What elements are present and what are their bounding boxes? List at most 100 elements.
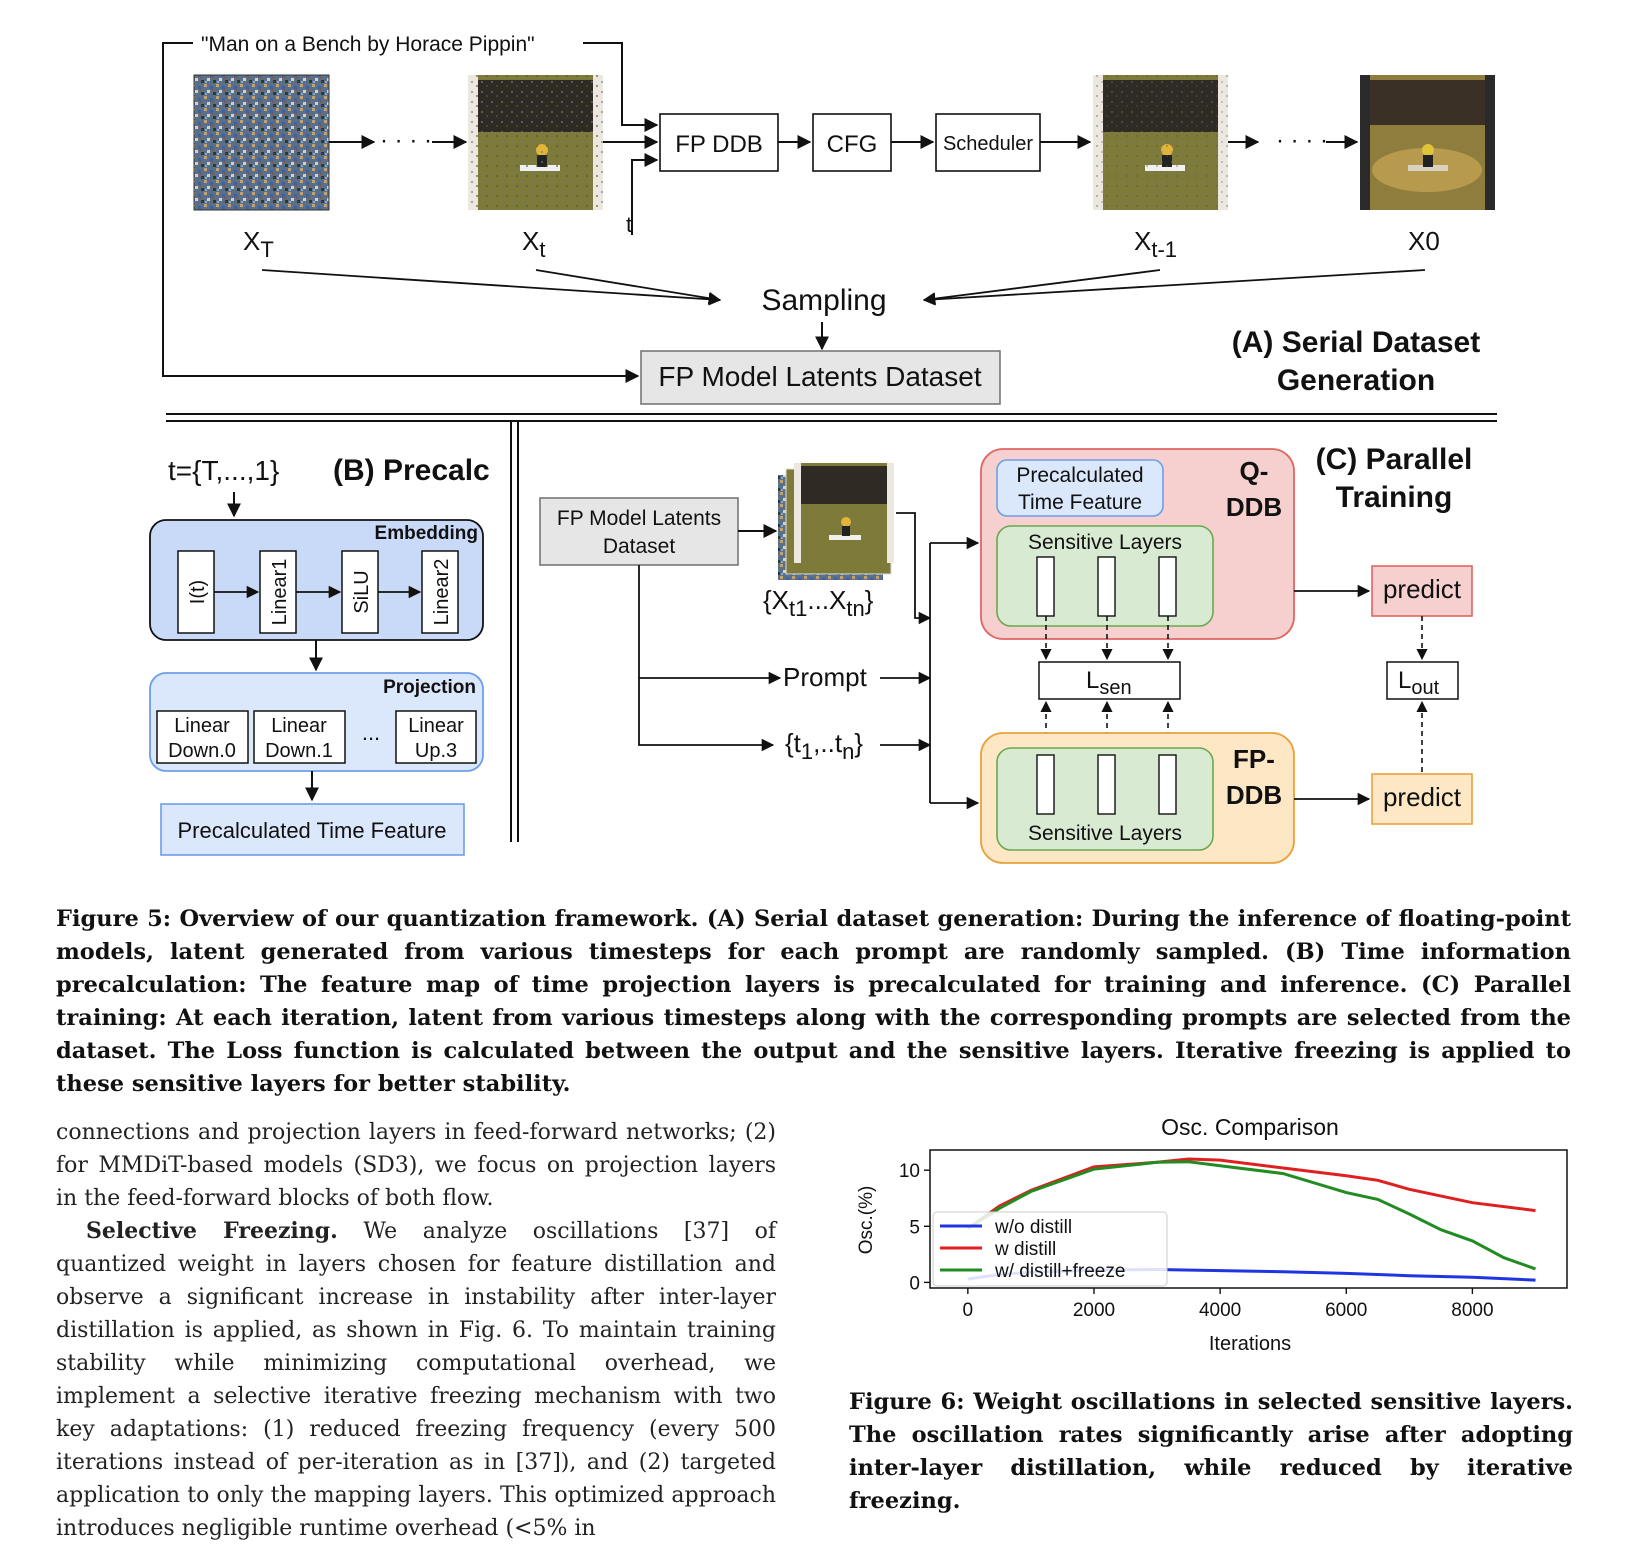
legend-label-w-distill-freeze: w/ distill+freeze xyxy=(994,1261,1125,1282)
chart-legend: w/o distill w distill w/ distill+freeze xyxy=(932,1211,1168,1287)
latents-set-sub1: t1 xyxy=(789,596,807,621)
fp-ddb-label: FP DDB xyxy=(675,131,763,158)
precalculated-time-feature-output xyxy=(160,803,465,856)
body-paragraph-1: connections and projection layers in fee… xyxy=(56,1120,776,1211)
y-tick-label: 5 xyxy=(909,1217,920,1238)
panel-c-dataset-line1: FP Model Latents xyxy=(557,507,721,530)
precalc-line1: Precalculated xyxy=(1016,464,1143,487)
q-layer-3 xyxy=(1158,556,1177,617)
svg-text:{Xt1...Xtn}: {Xt1...Xtn} xyxy=(763,585,874,621)
body-paragraph-2-text: We analyze oscillations [37] of quantize… xyxy=(56,1219,776,1541)
intermediate-latent-image xyxy=(468,75,603,210)
latents-set-sub2: tn xyxy=(846,596,864,621)
q-predict-box xyxy=(1371,565,1473,617)
prompt-text: "Man on a Bench by Horace Pippin" xyxy=(201,33,535,56)
selective-freezing-heading: Selective Freezing. xyxy=(86,1218,338,1244)
x-tick-label: 6000 xyxy=(1325,1300,1367,1321)
fp-layer-2 xyxy=(1097,754,1116,815)
fp-predict-box xyxy=(1371,773,1473,825)
xtm1-subscript: t-1 xyxy=(1151,237,1177,262)
sampling-label: Sampling xyxy=(761,284,886,317)
projection-item-down1-line2: Down.1 xyxy=(265,740,333,762)
fp-ddb-label-line2: DDB xyxy=(1226,780,1282,810)
precalculated-time-feature-output-label: Precalculated Time Feature xyxy=(177,818,446,843)
panel-c-parallel-training: (C) Parallel Training FP Model Latents D… xyxy=(539,443,1473,864)
prompt-label: Prompt xyxy=(783,662,868,692)
x-tick-label: 0 xyxy=(963,1300,974,1321)
l-out-base: L xyxy=(1398,667,1411,694)
l-sen-subscript: sen xyxy=(1099,677,1131,699)
precalc-line2: Time Feature xyxy=(1018,491,1142,514)
projection-item-up3 xyxy=(395,710,477,764)
denoised-latent-image xyxy=(1093,75,1228,210)
embedding-item-it xyxy=(177,550,215,634)
panel-a-title-line2: Generation xyxy=(1277,364,1435,397)
projection-item-down0-line2: Down.0 xyxy=(168,740,236,762)
latent-stack-images xyxy=(778,463,894,580)
xtm1-label: X xyxy=(1134,226,1151,256)
q-ddb-label-line1: Q- xyxy=(1240,456,1269,486)
legend-label-w-distill: w distill xyxy=(994,1239,1056,1260)
x-tick-label: 2000 xyxy=(1073,1300,1115,1321)
l-sen-base: L xyxy=(1086,667,1099,694)
panel-a-title-line1: (A) Serial Dataset xyxy=(1232,326,1480,359)
panel-b-title: (B) Precalc xyxy=(333,454,490,487)
panel-b-precalc: t={T,...,1} (B) Precalc Embedding I(t) L… xyxy=(149,454,490,856)
body-paragraph-2: Selective Freezing. We analyze oscillati… xyxy=(56,1215,776,1545)
timesteps-sub1: 1 xyxy=(801,739,813,764)
timestep-set-label: t={T,...,1} xyxy=(168,455,279,486)
noise-latent-image xyxy=(193,74,330,211)
timesteps-close: } xyxy=(854,728,863,758)
fp-model-latents-dataset-label: FP Model Latents Dataset xyxy=(658,361,981,392)
fp-ddb-box xyxy=(659,113,779,172)
xT-subscript: T xyxy=(260,237,273,262)
q-layer-1 xyxy=(1036,556,1055,617)
fp-layer-3 xyxy=(1158,754,1177,815)
xt-subscript: t xyxy=(539,237,545,262)
projection-item-up3-line2: Up.3 xyxy=(415,740,457,762)
cfg-label: CFG xyxy=(827,131,878,158)
svg-text:{t1,..tn}: {t1,..tn} xyxy=(785,728,863,764)
y-tick-label: 10 xyxy=(899,1161,920,1182)
projection-item-down1 xyxy=(253,710,346,764)
sampling-dots-2: · · · · xyxy=(1276,127,1328,154)
projection-item-down0 xyxy=(156,710,249,764)
embedding-item-linear2-label: Linear2 xyxy=(431,559,453,626)
panel-c-title-line1: (C) Parallel xyxy=(1316,443,1473,476)
timesteps-sub2: n xyxy=(842,739,854,764)
chart-ylabel: Osc.(%) xyxy=(856,1186,877,1255)
figure-5-caption: Figure 5: Overview of our quantization f… xyxy=(56,906,1571,1097)
l-out-box xyxy=(1386,661,1459,700)
panel-c-dataset-line2: Dataset xyxy=(603,535,676,558)
fp-sensitive-layers-label: Sensitive Layers xyxy=(1028,822,1182,845)
embedding-item-linear1 xyxy=(259,550,297,634)
l-out-subscript: out xyxy=(1411,677,1439,699)
series-line-w-distill-freeze xyxy=(966,1160,1537,1271)
panel-a-serial-dataset-generation: "Man on a Bench by Horace Pippin" · · · … xyxy=(162,33,1495,405)
svg-text:XT: XT xyxy=(243,226,274,262)
scheduler-label: Scheduler xyxy=(943,133,1033,155)
projection-item-down0-line1: Linear xyxy=(174,715,230,737)
xt-label: X xyxy=(522,226,539,256)
q-sensitive-layers-label: Sensitive Layers xyxy=(1028,531,1182,554)
figure-6-caption: Figure 6: Weight oscillations in selecte… xyxy=(849,1389,1573,1514)
fp-layer-1 xyxy=(1036,754,1055,815)
projection-item-down1-line1: Linear xyxy=(271,715,327,737)
chart-legend-box xyxy=(932,1211,1168,1287)
sampling-dots-1: · · · · xyxy=(380,127,432,154)
y-tick-label: 0 xyxy=(909,1273,920,1294)
projection-label: Projection xyxy=(383,677,476,698)
svg-text:Xt-1: Xt-1 xyxy=(1134,226,1177,262)
fp-ddb-label-line1: FP- xyxy=(1233,744,1275,774)
clean-image xyxy=(1360,75,1495,210)
q-predict-label: predict xyxy=(1383,574,1462,604)
embedding-label: Embedding xyxy=(375,523,478,544)
body-text-column: connections and projection layers in fee… xyxy=(56,1116,776,1545)
svg-text:Lout: Lout xyxy=(1398,667,1440,699)
x-tick-label: 8000 xyxy=(1451,1300,1493,1321)
legend-label-wo-distill: w/o distill xyxy=(994,1217,1072,1238)
projection-item-up3-line1: Linear xyxy=(408,715,464,737)
fp-predict-label: predict xyxy=(1383,782,1462,812)
embedding-item-linear2 xyxy=(421,550,459,634)
